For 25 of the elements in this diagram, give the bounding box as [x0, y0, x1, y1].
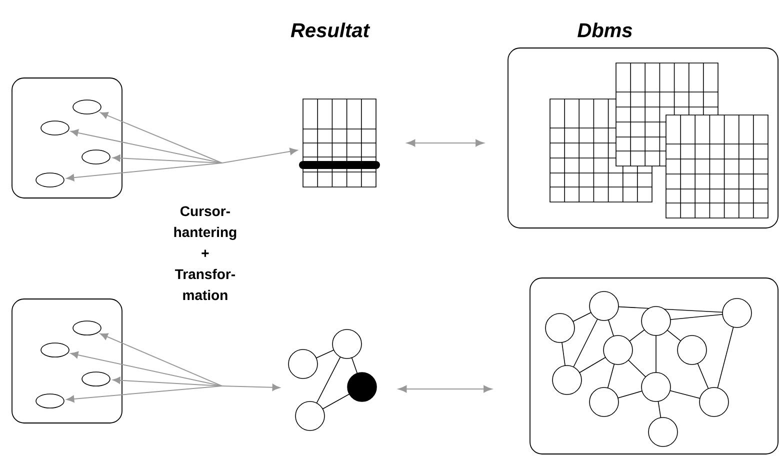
ellipse: [36, 394, 64, 408]
ellipse: [82, 150, 110, 164]
ellipse: [82, 372, 110, 386]
arrow: [66, 162, 222, 182]
arrow: [112, 154, 222, 164]
heading: Resultat: [290, 22, 370, 38]
rounded-box: [12, 78, 122, 198]
arrow: [100, 333, 222, 386]
arrow: [406, 139, 484, 147]
arrow: [222, 148, 298, 164]
arrow: [66, 386, 222, 402]
arrow: [100, 112, 222, 164]
ellipse: [72, 320, 102, 336]
ellipse: [40, 120, 70, 136]
annotation-text: Cursor- hantering + Transfor- mation: [174, 206, 236, 300]
heading: Dbms: [578, 22, 632, 38]
ellipse: [72, 100, 102, 114]
arrow: [222, 384, 280, 391]
rounded-box: [12, 298, 122, 424]
arrow: [70, 351, 222, 386]
arrow: [70, 129, 222, 164]
arrow: [398, 385, 492, 393]
ellipse: [36, 172, 64, 188]
graph-drawing: [288, 329, 377, 431]
ellipse: [40, 342, 70, 358]
